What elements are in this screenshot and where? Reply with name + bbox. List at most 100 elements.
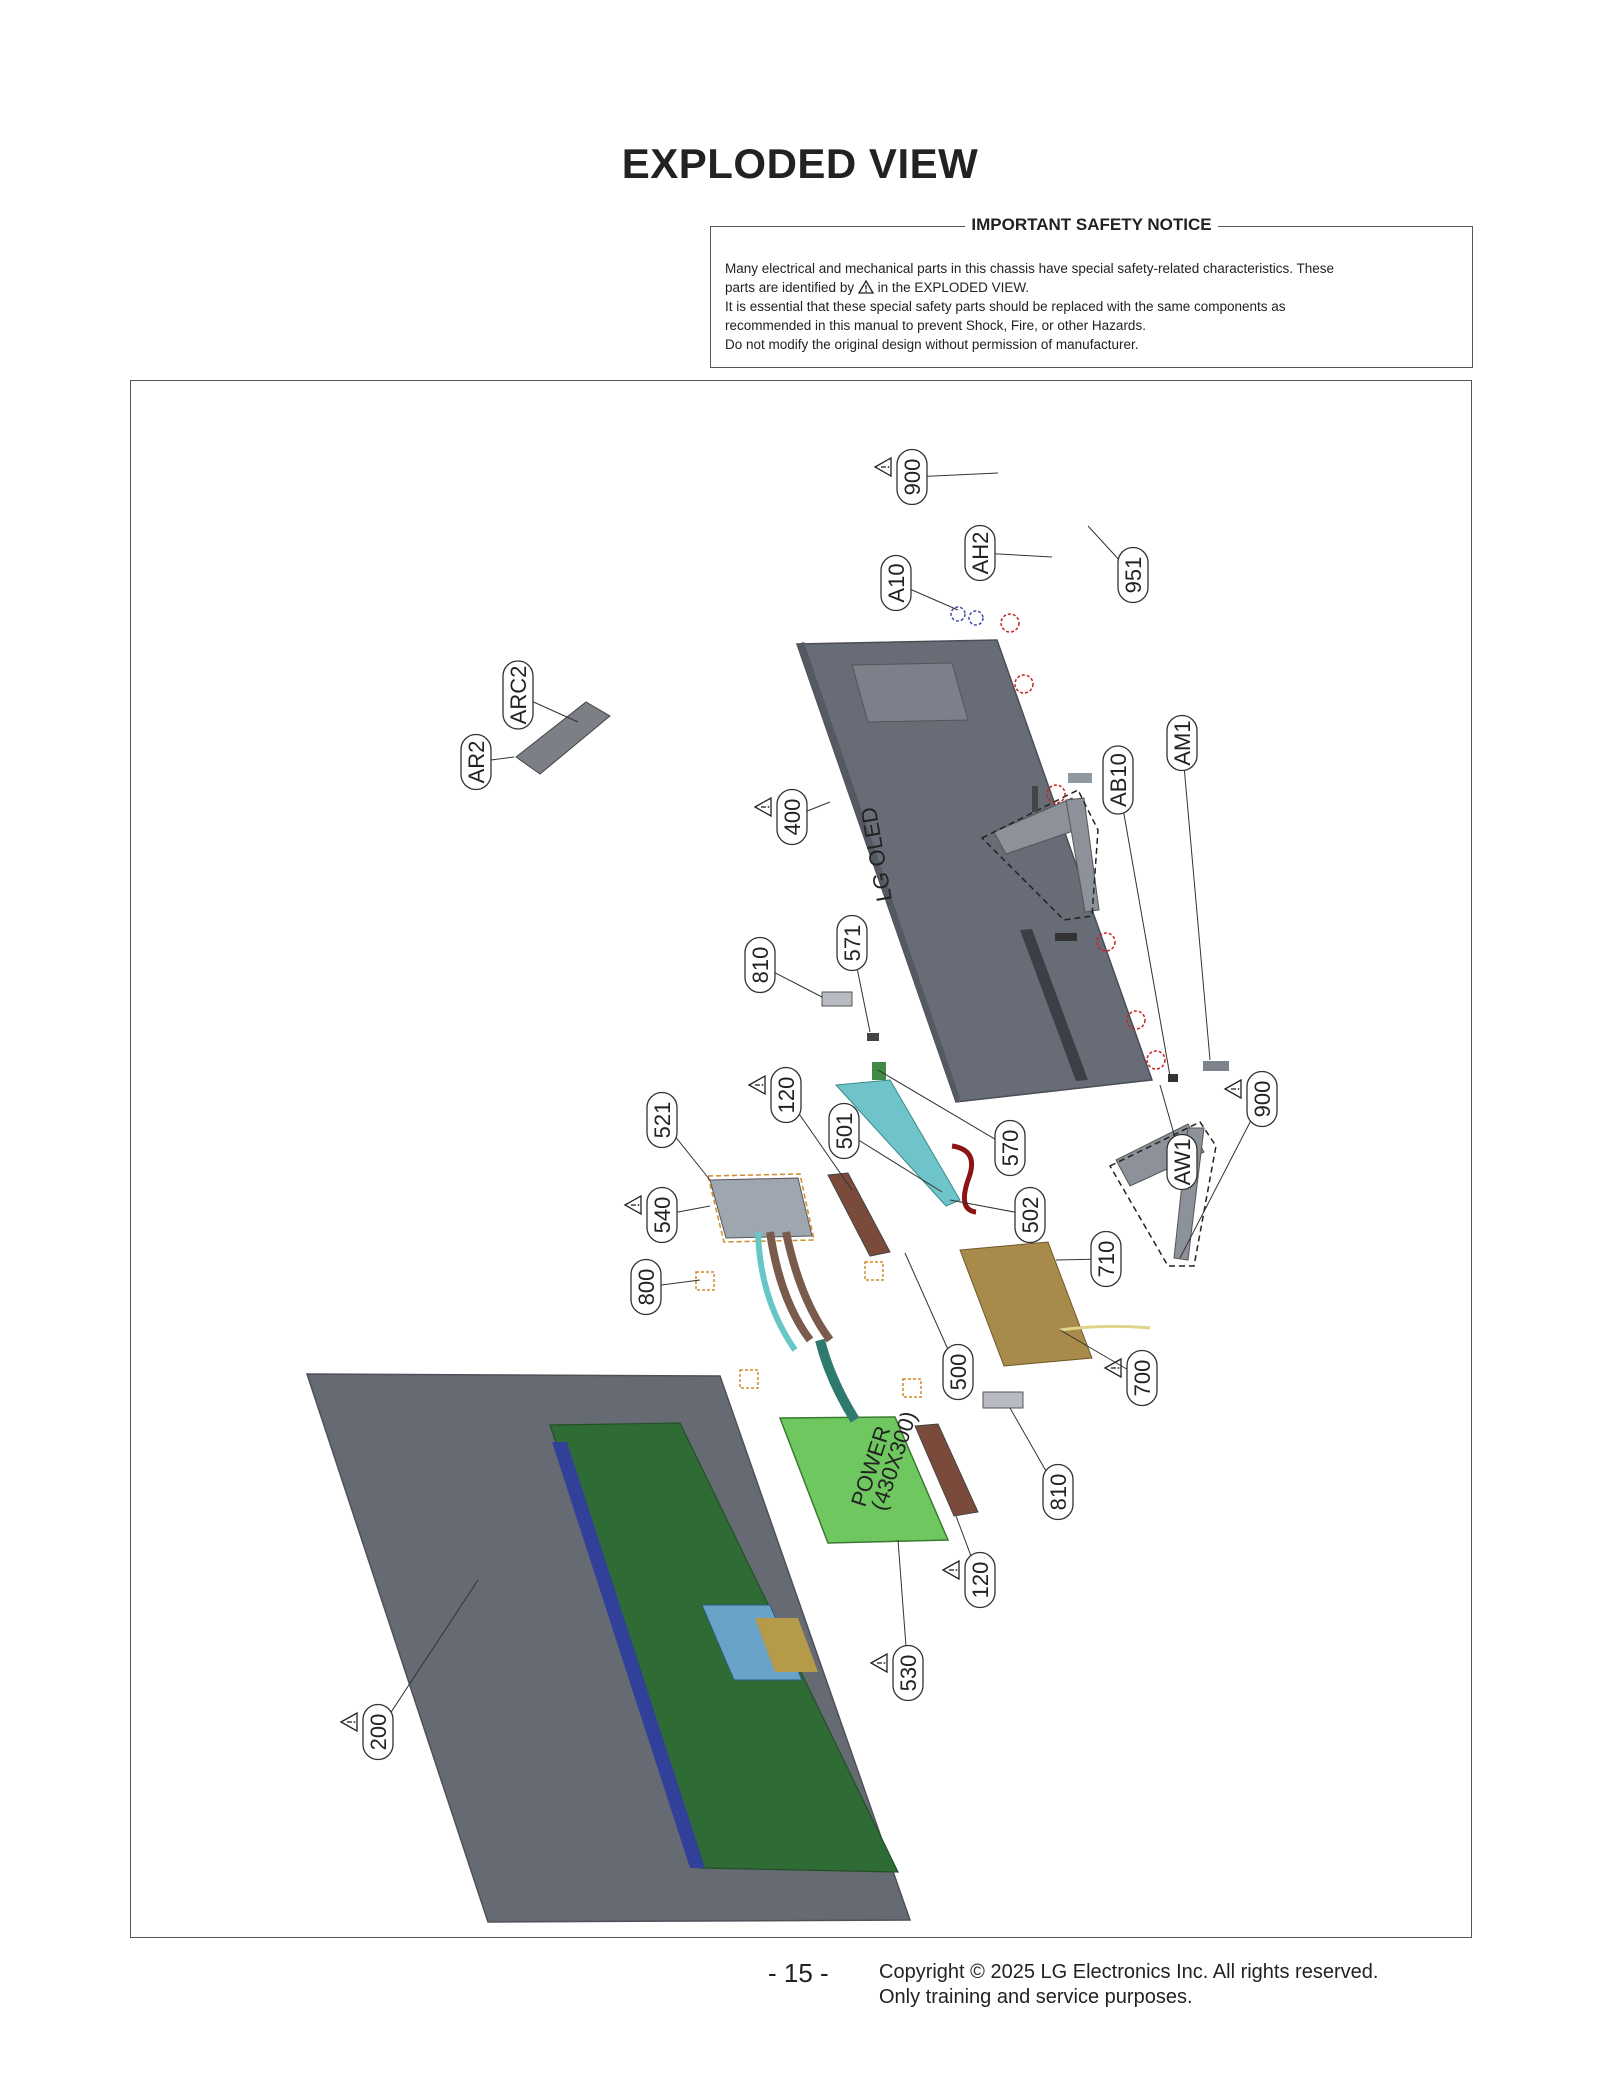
notice-line: in the EXPLODED VIEW. xyxy=(877,280,1030,295)
callout-500: 500 xyxy=(904,1252,974,1401)
screw-marker xyxy=(902,1378,922,1398)
part-ah2 xyxy=(1055,933,1077,941)
screw-marker xyxy=(950,606,966,622)
warning-icon xyxy=(339,1711,358,1733)
lvds-cable xyxy=(755,1231,798,1352)
part-number: AM1 xyxy=(1170,720,1195,765)
part-am1 xyxy=(1203,1061,1229,1071)
diagram-frame xyxy=(130,380,1472,1938)
callout-bubble xyxy=(646,1091,678,1149)
safety-notice-body: Many electrical and mechanical parts in … xyxy=(725,259,1458,354)
callout-bubble xyxy=(964,524,996,582)
callout-540: 540 xyxy=(623,1186,711,1244)
bracket-810 xyxy=(821,991,853,1007)
part-number: 710 xyxy=(1094,1241,1119,1278)
screw-marker xyxy=(739,1369,759,1389)
notice-line: recommended in this manual to prevent Sh… xyxy=(725,318,1146,333)
part-number: 120 xyxy=(968,1562,993,1599)
part-number: 800 xyxy=(634,1269,659,1306)
callout-bubble xyxy=(892,1644,924,1702)
copyright: Copyright © 2025 LG Electronics Inc. All… xyxy=(879,1960,1378,2010)
warning-icon xyxy=(941,1559,960,1581)
screw-marker xyxy=(864,1261,884,1281)
callout-501: 501 xyxy=(828,1102,943,1193)
callout-bubble xyxy=(460,733,492,791)
part-710 xyxy=(959,1241,1093,1367)
callout-502: 502 xyxy=(949,1186,1046,1244)
callout-710: 710 xyxy=(1055,1230,1122,1288)
rear-cover-edge xyxy=(797,642,960,1102)
callout-leader xyxy=(377,1579,479,1733)
callout-120: 120 xyxy=(747,1066,853,1191)
speaker-120-upper xyxy=(827,1172,891,1257)
callout-am1: AM1 xyxy=(1166,714,1211,1061)
cable-700 xyxy=(1059,1324,1151,1332)
screw-marker xyxy=(1000,613,1020,633)
callout-bubble xyxy=(1166,714,1198,772)
part-number: 900 xyxy=(1250,1081,1275,1118)
part-number: 810 xyxy=(748,947,773,984)
small-bracket xyxy=(1068,773,1092,783)
callout-a10: A10 xyxy=(880,554,959,612)
part-number: 400 xyxy=(780,799,805,836)
warning-icon xyxy=(869,1652,888,1674)
part-number: ARC2 xyxy=(506,666,531,725)
warning-icon xyxy=(873,456,892,478)
part-number: 900 xyxy=(900,459,925,496)
part-number: 540 xyxy=(650,1197,675,1234)
safety-notice-title: IMPORTANT SAFETY NOTICE xyxy=(965,215,1218,234)
main-board-521-outline xyxy=(707,1173,815,1243)
rear-cover xyxy=(795,639,1154,1103)
callout-bubble xyxy=(828,1102,860,1160)
callout-bubble xyxy=(896,448,928,506)
part-callouts: 900951AH2A10ARC2AR2400AB10AM181057112057… xyxy=(339,448,1278,1761)
small-clip xyxy=(1032,786,1038,812)
part-501 xyxy=(834,1079,961,1207)
notice-line: Do not modify the original design withou… xyxy=(725,337,1139,352)
callout-bubble xyxy=(942,1343,974,1401)
callout-bubble xyxy=(1042,1463,1074,1521)
callout-bubble xyxy=(770,1066,802,1124)
callout-aw1: AW1 xyxy=(1159,1084,1198,1191)
callout-bubble xyxy=(836,914,868,972)
callout-900: 900 xyxy=(1179,1070,1278,1259)
callout-bubble xyxy=(1090,1230,1122,1288)
part-number: A10 xyxy=(884,563,909,602)
diagram-artwork: POWER (430X300) LG OLED xyxy=(305,606,1229,1923)
callout-bubble xyxy=(502,660,534,730)
copyright-line: Only training and service purposes. xyxy=(879,1986,1193,2008)
callout-800: 800 xyxy=(630,1258,701,1316)
screw-marker xyxy=(695,1271,715,1291)
callout-bubble xyxy=(1166,1133,1198,1191)
part-number: AW1 xyxy=(1170,1139,1195,1186)
safety-notice: IMPORTANT SAFETY NOTICE Many electrical … xyxy=(710,215,1473,368)
part-number: AH2 xyxy=(968,532,993,575)
part-number: 502 xyxy=(1018,1197,1043,1234)
part-number: 571 xyxy=(840,925,865,962)
cable-502 xyxy=(951,1143,977,1215)
part-number: 951 xyxy=(1121,557,1146,594)
callout-ar2: AR2 xyxy=(460,733,515,791)
callout-ah2: AH2 xyxy=(964,524,1053,582)
callout-bubble xyxy=(964,1551,996,1609)
copyright-line: Copyright © 2025 LG Electronics Inc. All… xyxy=(879,1961,1379,1983)
callout-900: 900 xyxy=(873,448,999,506)
screw-marker xyxy=(1126,1010,1146,1030)
part-number: 200 xyxy=(366,1714,391,1751)
screw-marker xyxy=(1146,1050,1166,1070)
bracket-810-lower xyxy=(982,1391,1024,1409)
part-number: 700 xyxy=(1130,1360,1155,1397)
warning-icon xyxy=(623,1194,642,1216)
callout-700: 700 xyxy=(1059,1329,1158,1407)
callout-leader xyxy=(1181,742,1211,1061)
callout-leader xyxy=(1117,779,1171,1077)
callout-571: 571 xyxy=(836,914,871,1033)
callout-bubble xyxy=(1117,546,1149,604)
part-ab10 xyxy=(1168,1074,1178,1082)
callout-810: 810 xyxy=(744,936,823,998)
part-571 xyxy=(867,1033,879,1041)
callout-951: 951 xyxy=(1087,525,1149,604)
callout-bubble xyxy=(880,554,912,612)
screw-marker xyxy=(1096,932,1116,952)
callout-leader xyxy=(843,1130,943,1193)
